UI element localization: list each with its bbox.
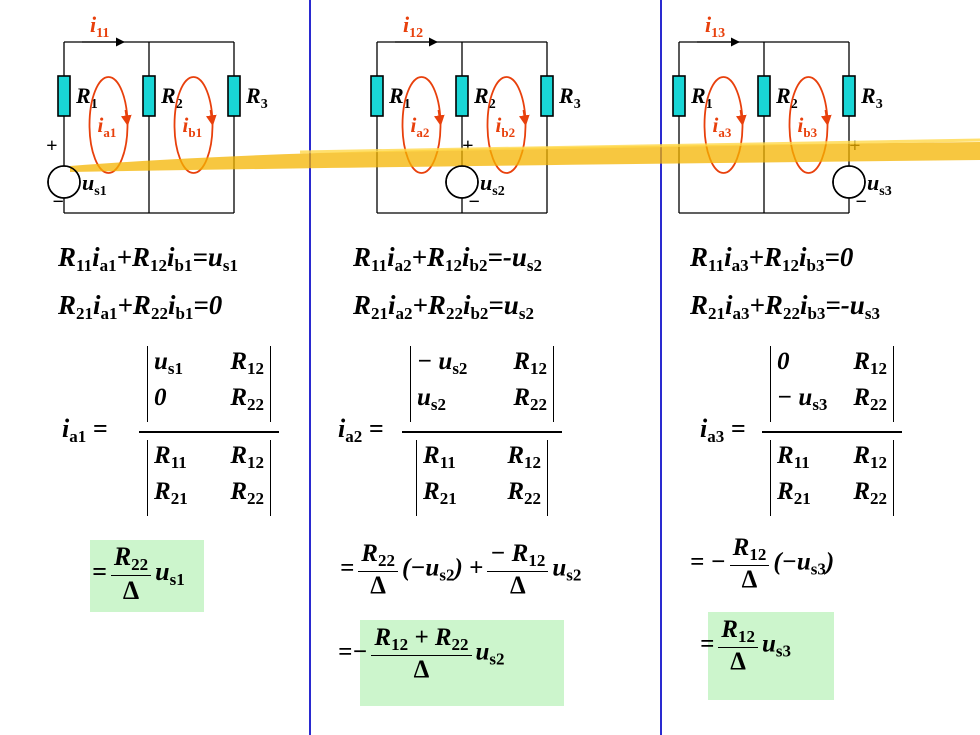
- resistor-label-1: R1: [388, 83, 411, 112]
- determinant-lhs: ia2 =: [338, 414, 384, 446]
- resistor-2: [757, 75, 771, 117]
- mesh-arrow: [518, 109, 530, 127]
- source-label: us2: [480, 170, 505, 199]
- mesh-current-label: ib1: [183, 113, 203, 140]
- mesh-arrow: [120, 109, 132, 127]
- resistor-1: [672, 75, 686, 117]
- source-label: us3: [867, 170, 892, 199]
- resistor-label-3: R3: [860, 83, 883, 112]
- resistor-label-3: R3: [245, 83, 268, 112]
- source-plus: +: [46, 135, 57, 157]
- resistor-1: [370, 75, 384, 117]
- resistor-label-2: R2: [160, 83, 183, 112]
- voltage-source-outline: [47, 165, 81, 199]
- loop-current-label: i11: [90, 12, 109, 41]
- determinant-lhs: ia1 =: [62, 414, 108, 446]
- highlighter-stroke: [70, 142, 980, 172]
- source-minus: −: [468, 191, 480, 213]
- equation-1: R11ia3+R12ib3=0: [690, 242, 854, 275]
- mesh-current-label: ib3: [798, 113, 818, 140]
- resistor-label-1: R1: [690, 83, 713, 112]
- resistor-label-2: R2: [775, 83, 798, 112]
- mesh-arrow: [205, 109, 217, 127]
- resistor-label-2: R2: [473, 83, 496, 112]
- loop-current-label: i13: [705, 12, 725, 41]
- loop-current-label: i12: [403, 12, 423, 41]
- source-label: us1: [82, 170, 107, 199]
- mesh-current-label: ib2: [496, 113, 516, 140]
- result-highlight-2: [360, 620, 564, 706]
- resistor-label-3: R3: [558, 83, 581, 112]
- resistor-3: [842, 75, 856, 117]
- resistor-label-1: R1: [75, 83, 98, 112]
- equation-2: R21ia3+R22ib3=-us3: [690, 290, 880, 323]
- resistor-3: [227, 75, 241, 117]
- equation-1: R11ia1+R12ib1=us1: [58, 242, 239, 275]
- determinant-lhs: ia3 =: [700, 414, 746, 446]
- resistor-1: [57, 75, 71, 117]
- fraction-bar: [402, 431, 562, 433]
- result-highlight-1: [90, 540, 204, 612]
- resistor-2: [455, 75, 469, 117]
- resistor-3: [540, 75, 554, 117]
- mesh-arrow: [433, 109, 445, 127]
- mesh-arrow: [735, 109, 747, 127]
- mesh-current-label: ia1: [98, 113, 117, 140]
- fraction-bar: [139, 431, 279, 433]
- mesh-current-label: ia2: [411, 113, 430, 140]
- fraction-bar: [762, 431, 902, 433]
- voltage-source-outline: [832, 165, 866, 199]
- result-highlight-3: [708, 612, 834, 700]
- source-minus: −: [855, 191, 867, 213]
- voltage-source-outline: [445, 165, 479, 199]
- mesh-arrow: [820, 109, 832, 127]
- equation-2: R21ia2+R22ib2=us2: [353, 290, 534, 323]
- equation-2: R21ia1+R22ib1=0: [58, 290, 223, 323]
- source-plus: +: [462, 135, 473, 157]
- resistor-2: [142, 75, 156, 117]
- source-minus: −: [52, 191, 64, 213]
- mesh-current-label: ia3: [713, 113, 732, 140]
- highlighter-streak: [299, 138, 980, 154]
- equation-1: R11ia2+R12ib2=-us2: [353, 242, 543, 275]
